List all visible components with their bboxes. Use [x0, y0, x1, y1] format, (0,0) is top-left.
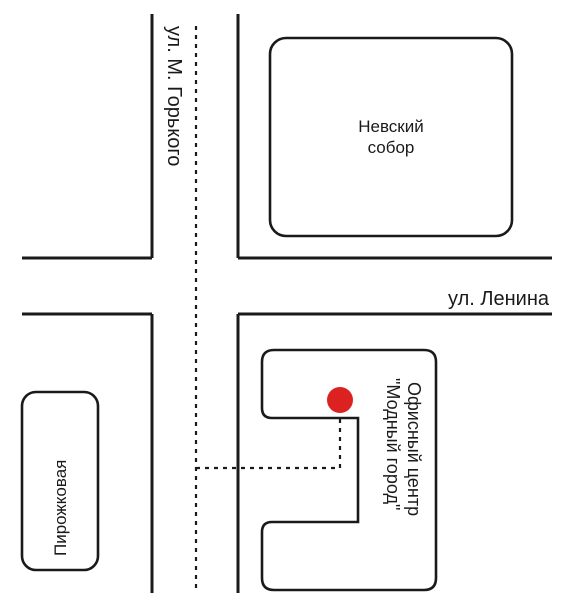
- roads: [22, 14, 552, 593]
- office-center-building: [260, 348, 438, 592]
- gorky-street-label: ул. М. Горького: [163, 26, 185, 166]
- nevsky-cathedral-building: [268, 36, 514, 238]
- office-center-label-line1: Офисный центр: [404, 382, 424, 516]
- office-center-label-line2: "Модный город": [383, 378, 403, 510]
- cathedral-label-line2: собор: [368, 138, 415, 157]
- destination-marker-icon: [327, 387, 353, 413]
- lenina-street-label: ул. Ленина: [448, 288, 550, 310]
- cathedral-label-line1: Невский: [358, 117, 424, 136]
- bakery-label: Пирожковая: [51, 460, 70, 556]
- bakery-building: [20, 390, 100, 572]
- walking-route: [194, 26, 342, 588]
